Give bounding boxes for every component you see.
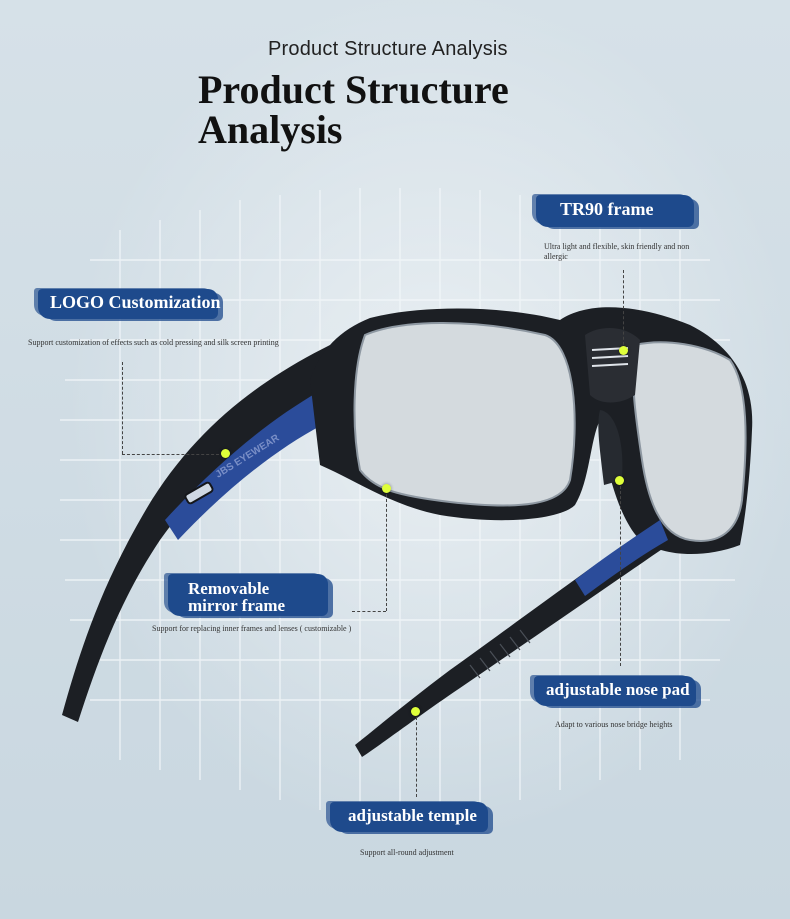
- removable-desc: Support for replacing inner frames and l…: [152, 624, 352, 633]
- removable-title-line1: Removable: [188, 579, 270, 598]
- removable-title-line2: mirror frame: [188, 596, 286, 615]
- logo-title: LOGO Customization: [50, 292, 221, 312]
- leader-removable-v: [386, 494, 387, 611]
- marker-dot-tr90: [619, 346, 628, 355]
- marker-dot-nose-pad: [615, 476, 624, 485]
- marker-dot-removable: [382, 484, 391, 493]
- removable-brush: [168, 574, 328, 616]
- nose-pad: [598, 410, 623, 485]
- temple-brush: [330, 802, 488, 832]
- nose-pad-title: adjustable nose pad: [546, 680, 690, 699]
- temple-vent: [184, 481, 214, 505]
- nose-pad-desc: Adapt to various nose bridge heights: [555, 720, 673, 729]
- tr90-title: TR90 frame: [560, 199, 654, 219]
- tr90-desc: Ultra light and flexible, skin friendly …: [544, 242, 690, 261]
- leader-nose-pad: [620, 486, 621, 666]
- nose-pad-brush: [534, 676, 696, 706]
- leader-tr90: [623, 270, 624, 350]
- marker-dot-logo: [221, 449, 230, 458]
- temple-desc: Support all-round adjustment: [360, 848, 454, 857]
- temple-title: adjustable temple: [348, 806, 477, 825]
- left-temple-blue: [165, 392, 322, 540]
- leader-temple: [416, 717, 417, 797]
- tr90-brush: [536, 195, 694, 227]
- leader-logo-v: [122, 362, 123, 454]
- marker-dot-temple: [411, 707, 420, 716]
- left-temple: [62, 345, 336, 722]
- logo-brush: [38, 289, 218, 319]
- page-title: Product Structure Analysis: [198, 67, 509, 152]
- logo-desc: Support customization of effects such as…: [28, 338, 279, 347]
- right-temple-blue: [575, 520, 668, 596]
- header-subtitle: Product Structure Analysis: [268, 38, 508, 60]
- left-lens: [353, 322, 576, 507]
- leader-logo-h: [122, 454, 224, 455]
- leader-removable-h: [352, 611, 386, 612]
- right-lens: [632, 341, 747, 542]
- temple-grip-lines: [469, 629, 531, 679]
